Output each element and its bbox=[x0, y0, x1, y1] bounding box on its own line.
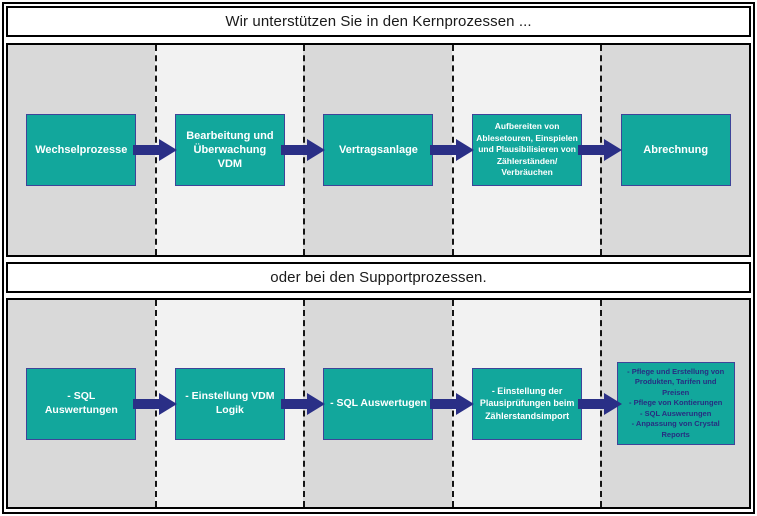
flow-arrow-icon bbox=[281, 392, 326, 415]
process-step-box: - SQL Auswertungen bbox=[26, 367, 137, 440]
flow-arrow-icon bbox=[577, 392, 622, 415]
process-column: - Einstellung der Plausiprüfungen beim Z… bbox=[451, 300, 601, 507]
process-step-box: - Einstellung der Plausiprüfungen beim Z… bbox=[472, 367, 583, 440]
process-column: Abrechnung bbox=[600, 45, 749, 255]
process-column: Aufbereiten von Ablesetouren, Einspielen… bbox=[451, 45, 601, 255]
process-step-box: Wechselprozesse bbox=[26, 114, 137, 186]
process-step-box: - Einstellung VDM Logik bbox=[174, 367, 285, 440]
process-step-box: - SQL Auswertugen bbox=[323, 367, 434, 440]
process-step-box: Bearbeitung und Überwachung VDM bbox=[174, 114, 285, 186]
process-step-box: Aufbereiten von Ablesetouren, Einspielen… bbox=[472, 114, 583, 186]
flow-arrow-icon bbox=[281, 139, 326, 161]
core-process-lane: Wechselprozesse Bearbeitung und Überwach… bbox=[6, 43, 751, 257]
process-step-box: Abrechnung bbox=[620, 114, 731, 186]
support-process-lane: - SQL Auswertungen - Einstellung VDM Log… bbox=[6, 298, 751, 509]
flow-arrow-icon bbox=[429, 139, 474, 161]
process-column: - SQL Auswertugen bbox=[303, 300, 452, 507]
flow-arrow-icon bbox=[429, 392, 474, 415]
kernprozesse-title: Wir unterstützen Sie in den Kernprozesse… bbox=[6, 6, 751, 37]
process-step-box: - Pflege und Erstellung von Produkten, T… bbox=[616, 361, 735, 446]
process-column: Wechselprozesse bbox=[8, 45, 155, 255]
flow-arrow-icon bbox=[133, 392, 178, 415]
process-step-box: Vertragsanlage bbox=[323, 114, 434, 186]
process-column: - SQL Auswertungen bbox=[8, 300, 155, 507]
supportprozesse-title: oder bei den Supportprozessen. bbox=[6, 262, 751, 293]
flow-arrow-icon bbox=[133, 139, 178, 161]
process-column: - Pflege und Erstellung von Produkten, T… bbox=[600, 300, 749, 507]
flow-arrow-icon bbox=[577, 139, 622, 161]
process-column: Vertragsanlage bbox=[303, 45, 452, 255]
